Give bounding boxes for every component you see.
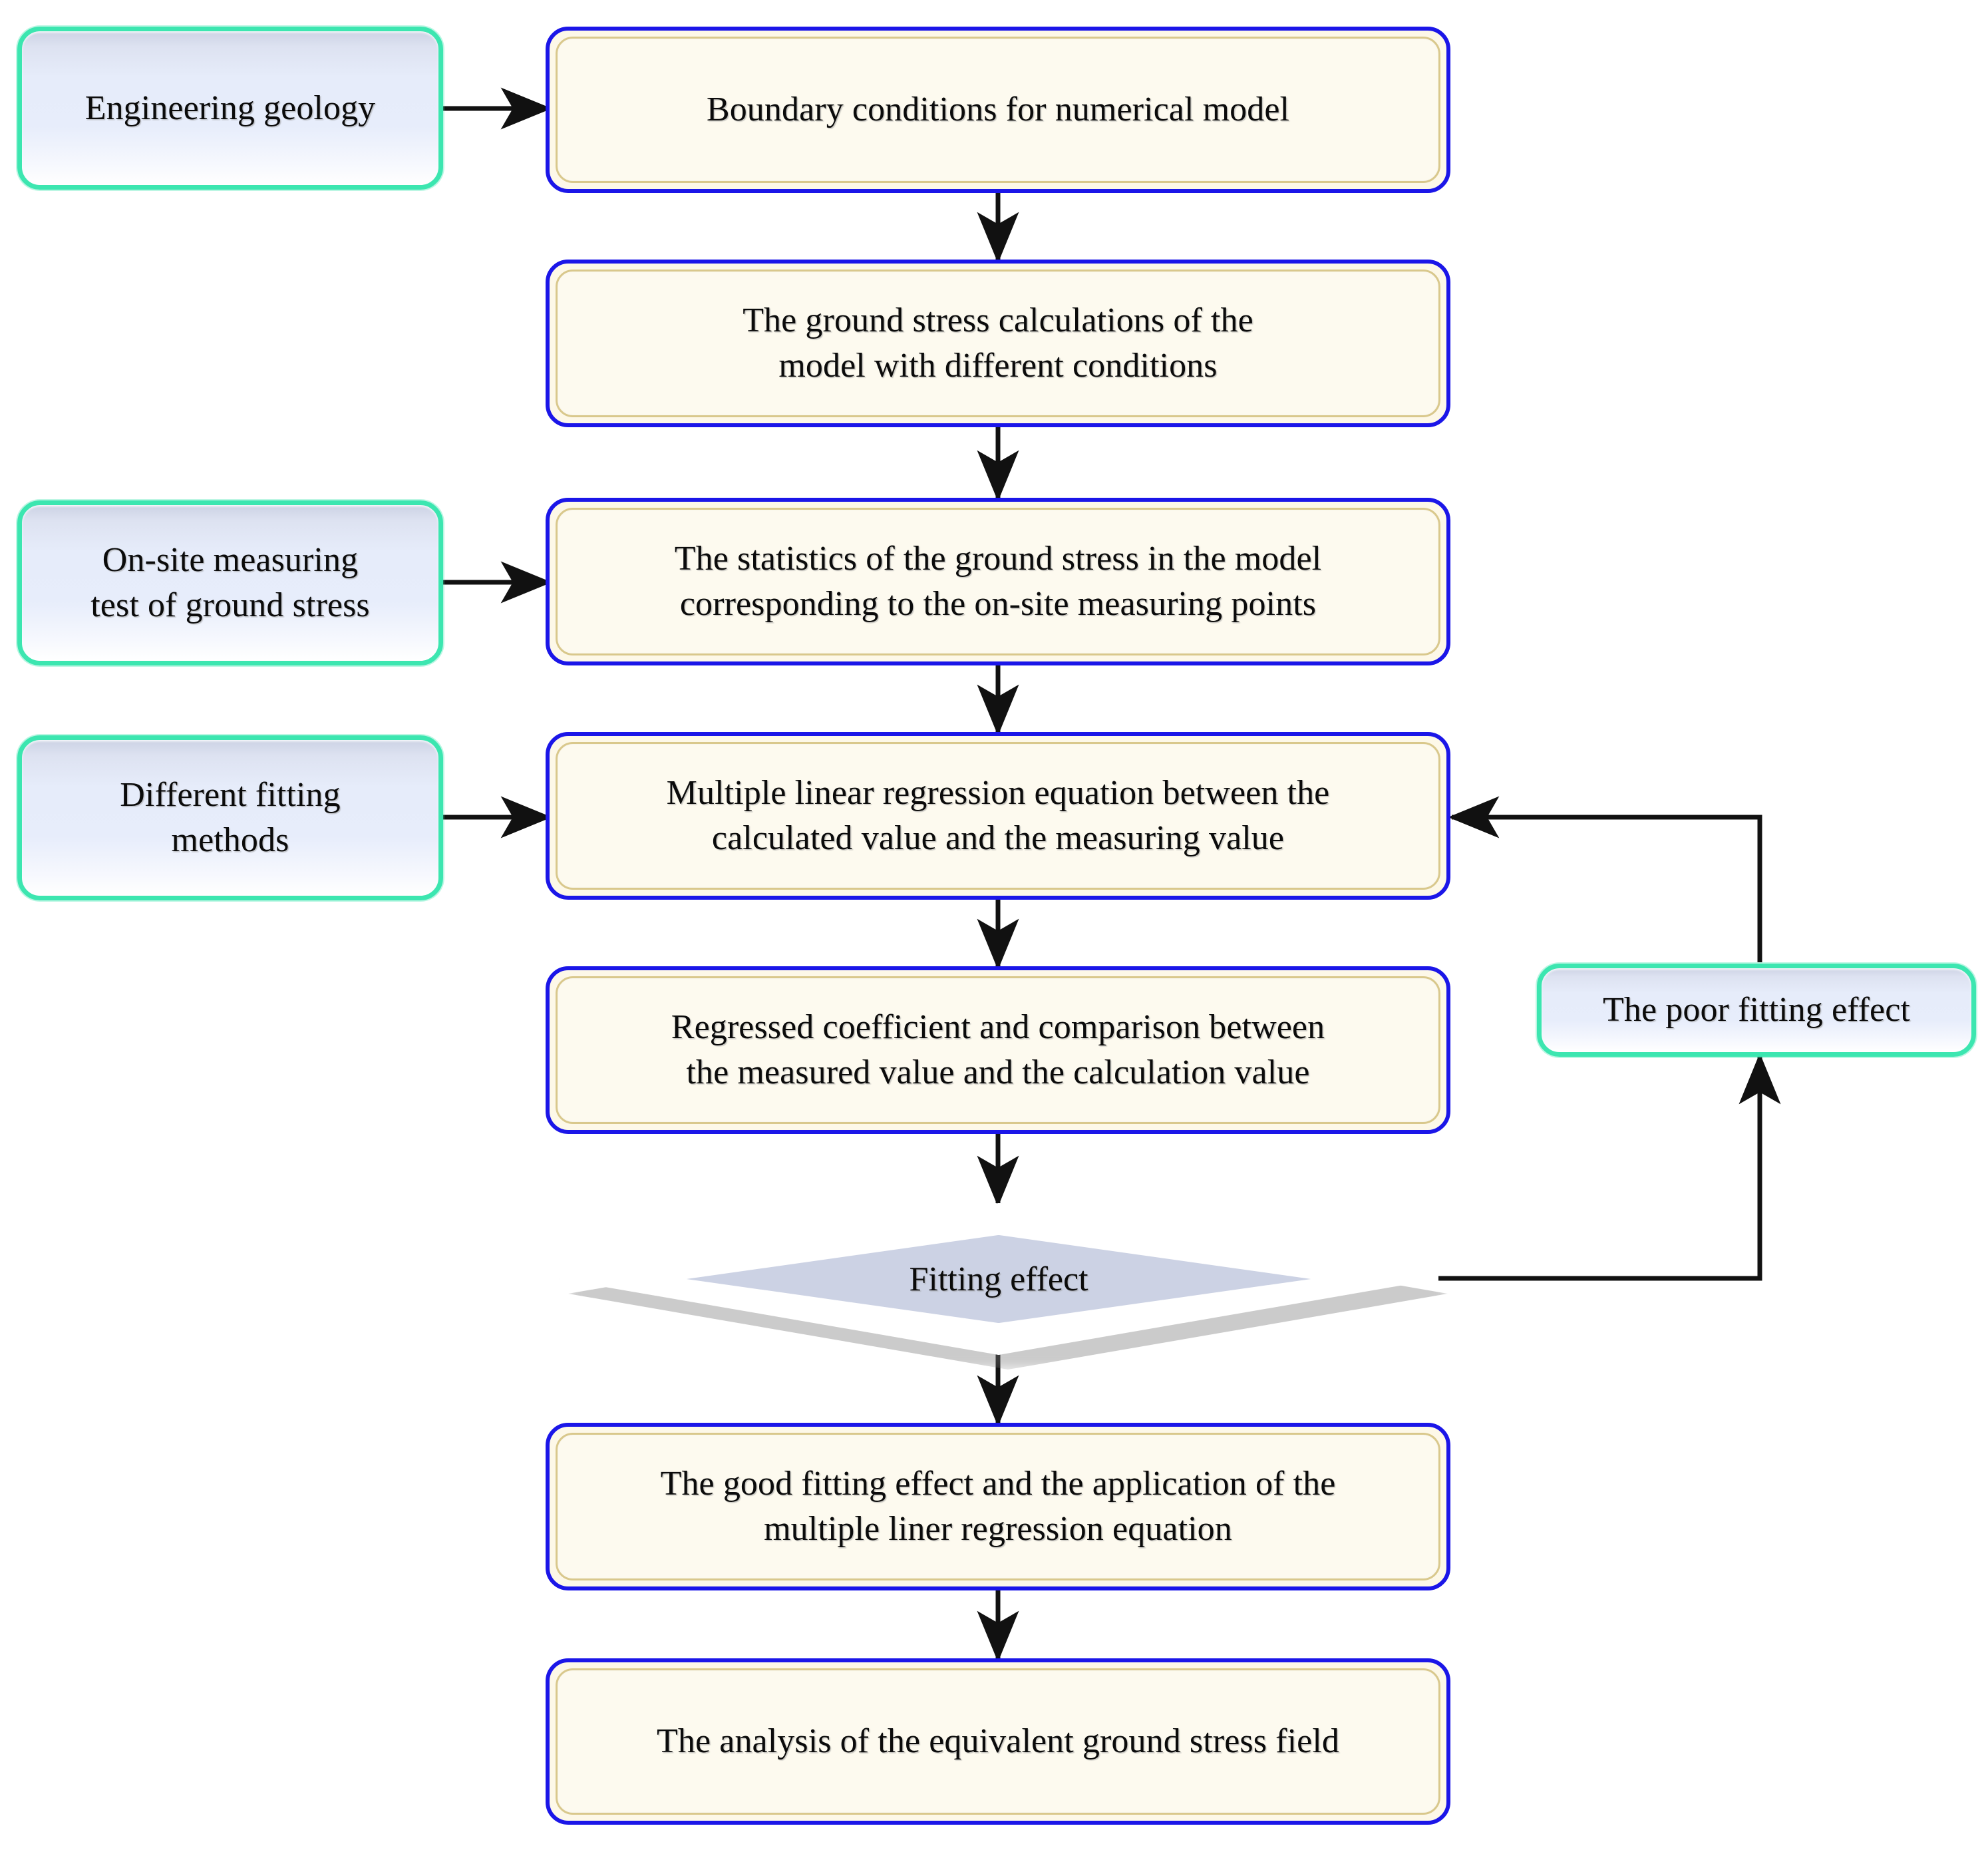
diamond-shape: Fitting effect <box>559 1203 1448 1370</box>
node-inner-frame: The analysis of the equivalent ground st… <box>556 1668 1440 1815</box>
node-inner-frame: Multiple linear regression equation betw… <box>556 742 1440 890</box>
node-different-fitting-methods[interactable]: Different fitting methods <box>17 735 443 900</box>
node-label: The statistics of the ground stress in t… <box>674 540 1322 623</box>
node-label: Regressed coefficient and comparison bet… <box>671 1008 1325 1091</box>
node-label: Different fitting methods <box>120 776 341 859</box>
node-label: Engineering geology <box>84 89 376 127</box>
node-label: Boundary conditions for numerical model <box>706 91 1290 129</box>
node-label: Multiple linear regression equation betw… <box>666 774 1330 857</box>
node-inner-frame: The statistics of the ground stress in t… <box>556 508 1440 655</box>
node-statistics-ground-stress[interactable]: The statistics of the ground stress in t… <box>546 498 1450 665</box>
node-poor-fitting-effect[interactable]: The poor fitting effect <box>1537 964 1976 1057</box>
node-inner-frame: Boundary conditions for numerical model <box>556 37 1440 183</box>
node-on-site-measuring[interactable]: On-site measuring test of ground stress <box>17 500 443 665</box>
node-inner-frame: The ground stress calculations of the mo… <box>556 270 1440 417</box>
node-ground-stress-calculations[interactable]: The ground stress calculations of the mo… <box>546 260 1450 427</box>
node-engineering-geology[interactable]: Engineering geology <box>17 27 443 190</box>
node-label: The poor fitting effect <box>1603 991 1910 1029</box>
node-label: The good fitting effect and the applicat… <box>660 1465 1336 1548</box>
node-label: The ground stress calculations of the mo… <box>743 301 1253 385</box>
node-boundary-conditions[interactable]: Boundary conditions for numerical model <box>546 27 1450 193</box>
node-fitting-effect-decision[interactable]: Fitting effect <box>559 1203 1448 1370</box>
node-label: The analysis of the equivalent ground st… <box>657 1722 1339 1761</box>
edge-decision-to-poor <box>1438 1053 1781 1281</box>
node-label: On-site measuring test of ground stress <box>90 541 370 624</box>
node-equivalent-stress-field[interactable]: The analysis of the equivalent ground st… <box>546 1658 1450 1825</box>
node-inner-frame: Regressed coefficient and comparison bet… <box>556 976 1440 1124</box>
edge-poor-to-regression <box>1448 796 1762 962</box>
node-regressed-coefficient[interactable]: Regressed coefficient and comparison bet… <box>546 966 1450 1134</box>
node-label: Fitting effect <box>909 1260 1088 1298</box>
node-good-fitting-effect[interactable]: The good fitting effect and the applicat… <box>546 1423 1450 1590</box>
node-inner-frame: The good fitting effect and the applicat… <box>556 1433 1440 1580</box>
node-multiple-linear-regression[interactable]: Multiple linear regression equation betw… <box>546 732 1450 900</box>
